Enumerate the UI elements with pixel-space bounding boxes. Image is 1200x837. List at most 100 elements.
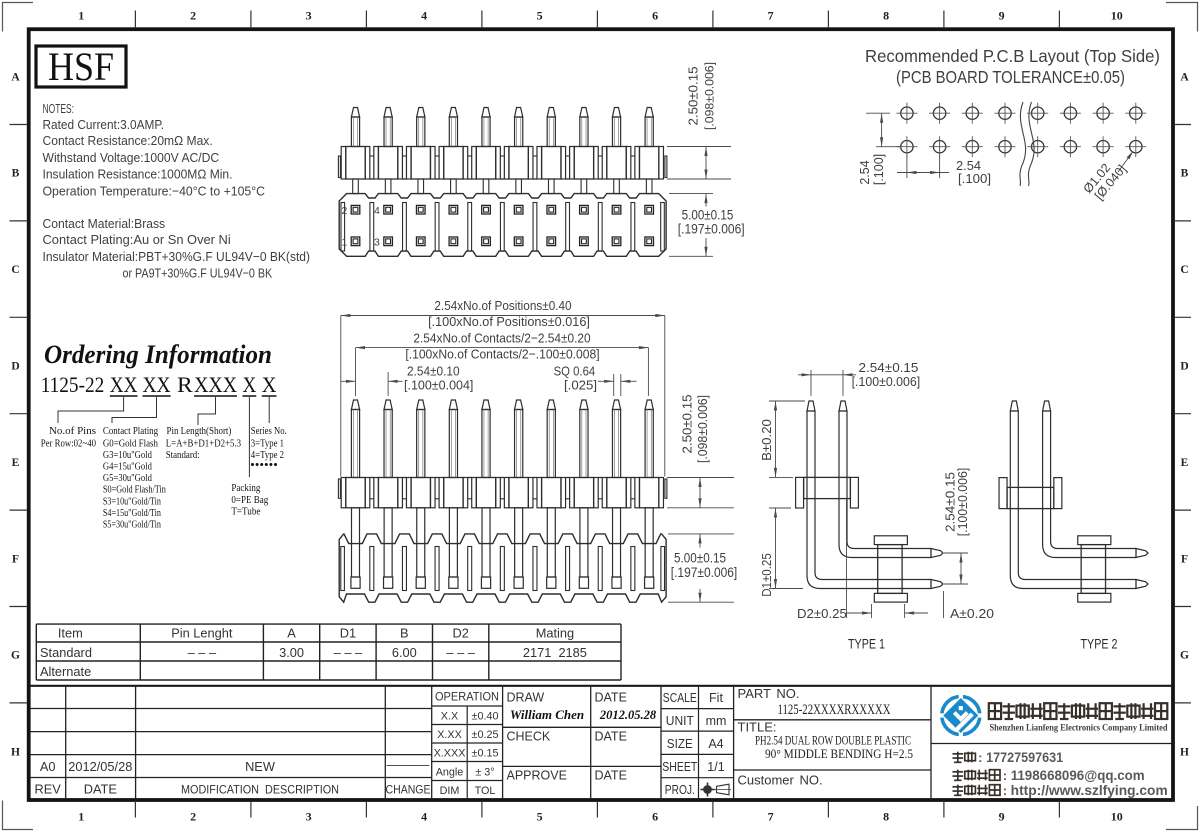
svg-text:G0=Gold Flash: G0=Gold Flash — [103, 437, 158, 449]
svg-text:3: 3 — [306, 810, 312, 824]
svg-text:Recommended P.C.B Layout (Top: Recommended P.C.B Layout (Top Side) — [865, 46, 1160, 66]
svg-text:Insulation Resistance:1000MΩ M: Insulation Resistance:1000MΩ Min. — [43, 167, 233, 182]
svg-text:[.100xNo.of Positions±0.016]: [.100xNo.of Positions±0.016] — [428, 314, 590, 329]
svg-text:F: F — [1181, 553, 1188, 565]
svg-text:Contact Resistance:20mΩ Max.: Contact Resistance:20mΩ Max. — [43, 133, 213, 148]
svg-text::: : — [1003, 768, 1007, 783]
svg-text:Operation Temperature:−40°C to: Operation Temperature:−40°C to +105°C — [43, 184, 266, 199]
svg-text:G3=10u"Gold: G3=10u"Gold — [103, 449, 152, 461]
svg-text:[.025]: [.025] — [564, 378, 597, 393]
svg-text:3: 3 — [374, 237, 380, 249]
svg-text::: : — [1003, 783, 1007, 798]
svg-text:TOL: TOL — [475, 785, 496, 797]
svg-text:TYPE 1: TYPE 1 — [848, 637, 885, 652]
svg-text:L=A+B+D1+D2+5.3: L=A+B+D1+D2+5.3 — [166, 437, 241, 449]
svg-text:0=PE Bag: 0=PE Bag — [231, 494, 268, 506]
svg-text:TYPE 2: TYPE 2 — [1081, 637, 1118, 652]
svg-text:http://www.szlfying.com: http://www.szlfying.com — [1011, 783, 1168, 798]
svg-text:Standard: Standard — [40, 645, 92, 660]
svg-text:XX: XX — [110, 372, 138, 397]
svg-text:R: R — [177, 372, 193, 397]
svg-text:7: 7 — [768, 810, 774, 824]
svg-text:B: B — [1181, 168, 1189, 180]
svg-text:G5=30u"Gold: G5=30u"Gold — [103, 472, 152, 484]
svg-text:2.54±0.15: 2.54±0.15 — [859, 360, 919, 375]
svg-text:DIM: DIM — [440, 785, 460, 797]
svg-text:E: E — [1181, 457, 1189, 469]
svg-text:T=Tube: T=Tube — [231, 506, 260, 518]
svg-text:[.100±0.006]: [.100±0.006] — [852, 374, 921, 389]
svg-text:2.50±0.15: 2.50±0.15 — [680, 395, 695, 454]
svg-text:[.100±0.004]: [.100±0.004] — [404, 378, 473, 393]
svg-text:E: E — [12, 457, 20, 469]
svg-text:X.XXX: X.XXX — [434, 748, 466, 760]
svg-text:1/1: 1/1 — [707, 760, 724, 774]
svg-text:3.00: 3.00 — [279, 645, 304, 660]
svg-text:NOTES:: NOTES: — [43, 101, 75, 116]
svg-text:(PCB BOARD TOLERANCE±0.05): (PCB BOARD TOLERANCE±0.05) — [896, 67, 1125, 87]
svg-text:[.197±0.006]: [.197±0.006] — [678, 222, 745, 237]
svg-text:Fit: Fit — [709, 691, 723, 705]
svg-text:1125-22: 1125-22 — [41, 372, 105, 397]
svg-text:Contact Material:Brass: Contact Material:Brass — [43, 216, 166, 231]
svg-text:G: G — [1180, 650, 1189, 662]
svg-text:2: 2 — [190, 9, 196, 23]
svg-text:Rated Current:3.0AMP.: Rated Current:3.0AMP. — [43, 117, 165, 132]
svg-text:S3=10u"Gold/Tin: S3=10u"Gold/Tin — [103, 495, 161, 507]
svg-text:1198668096@qq.com: 1198668096@qq.com — [1011, 768, 1145, 783]
svg-text:A: A — [11, 71, 20, 83]
svg-text:[.098±0.006]: [.098±0.006] — [703, 62, 717, 130]
svg-text:Withstand Voltage:1000V AC/DC: Withstand Voltage:1000V AC/DC — [43, 150, 220, 165]
svg-text:Pin Length(Short): Pin Length(Short) — [167, 425, 232, 437]
svg-text:1: 1 — [342, 237, 348, 249]
svg-text:mm: mm — [706, 714, 727, 728]
svg-text:A: A — [1180, 71, 1189, 83]
svg-text:G4=15u"Gold: G4=15u"Gold — [103, 461, 152, 473]
svg-text:Pin Lenght: Pin Lenght — [171, 625, 233, 640]
svg-text:D1: D1 — [340, 625, 356, 640]
svg-text:3: 3 — [306, 9, 312, 23]
svg-text:A4: A4 — [708, 737, 723, 751]
svg-text:– – –: – – – — [334, 645, 363, 660]
svg-text:2: 2 — [190, 810, 196, 824]
svg-text:PROJ.: PROJ. — [665, 783, 695, 797]
svg-text:4: 4 — [421, 810, 427, 824]
svg-text:Contact Plating:Au or Sn Over: Contact Plating:Au or Sn Over Ni — [43, 232, 231, 247]
svg-text:Item: Item — [58, 625, 83, 640]
svg-text:HSF: HSF — [48, 44, 114, 89]
svg-text:6.00: 6.00 — [392, 645, 417, 660]
svg-text:[.100]: [.100] — [872, 154, 886, 185]
svg-text:2.50±0.15: 2.50±0.15 — [686, 67, 701, 126]
svg-text:or PA9T+30%G.F UL94V−0 BK: or PA9T+30%G.F UL94V−0 BK — [123, 266, 273, 281]
svg-text:F: F — [12, 553, 19, 565]
svg-text:Standard:: Standard: — [166, 449, 200, 461]
svg-text:S0=Gold Flash/Tin: S0=Gold Flash/Tin — [103, 484, 166, 496]
svg-text:DATE: DATE — [84, 782, 117, 797]
svg-text:2.54: 2.54 — [858, 160, 872, 184]
svg-text:B: B — [12, 168, 20, 180]
svg-text:8: 8 — [883, 810, 889, 824]
svg-text:CHECK: CHECK — [507, 730, 551, 744]
svg-text:2.54±0.15: 2.54±0.15 — [943, 472, 958, 532]
svg-text:5.00±0.15: 5.00±0.15 — [674, 551, 726, 566]
svg-text:TITLE:: TITLE: — [738, 720, 777, 735]
svg-text:1125-22XXXXRXXXXX: 1125-22XXXXRXXXXX — [778, 702, 891, 718]
svg-text:5: 5 — [537, 810, 543, 824]
svg-text:2012/05/28: 2012/05/28 — [68, 759, 132, 774]
svg-text:MODIFICATION DESCRIPTION: MODIFICATION DESCRIPTION — [181, 783, 339, 797]
svg-text:8: 8 — [883, 9, 889, 23]
svg-text:9: 9 — [999, 810, 1005, 824]
svg-text:D: D — [1180, 361, 1188, 373]
svg-text:S5=30u"Gold/Tin: S5=30u"Gold/Tin — [103, 519, 161, 531]
svg-text:D2±0.25: D2±0.25 — [797, 606, 847, 621]
svg-text:XXX: XXX — [194, 372, 237, 397]
svg-text:William Chen: William Chen — [510, 707, 584, 722]
svg-text:10: 10 — [1111, 9, 1123, 23]
svg-text:X: X — [262, 372, 277, 397]
svg-text:2: 2 — [342, 205, 348, 217]
svg-text:±0.25: ±0.25 — [472, 729, 499, 741]
svg-text:2171 2185: 2171 2185 — [523, 645, 587, 660]
svg-text:SCALE: SCALE — [663, 691, 697, 705]
svg-text::: : — [978, 750, 982, 765]
svg-text:2.54: 2.54 — [956, 158, 981, 173]
